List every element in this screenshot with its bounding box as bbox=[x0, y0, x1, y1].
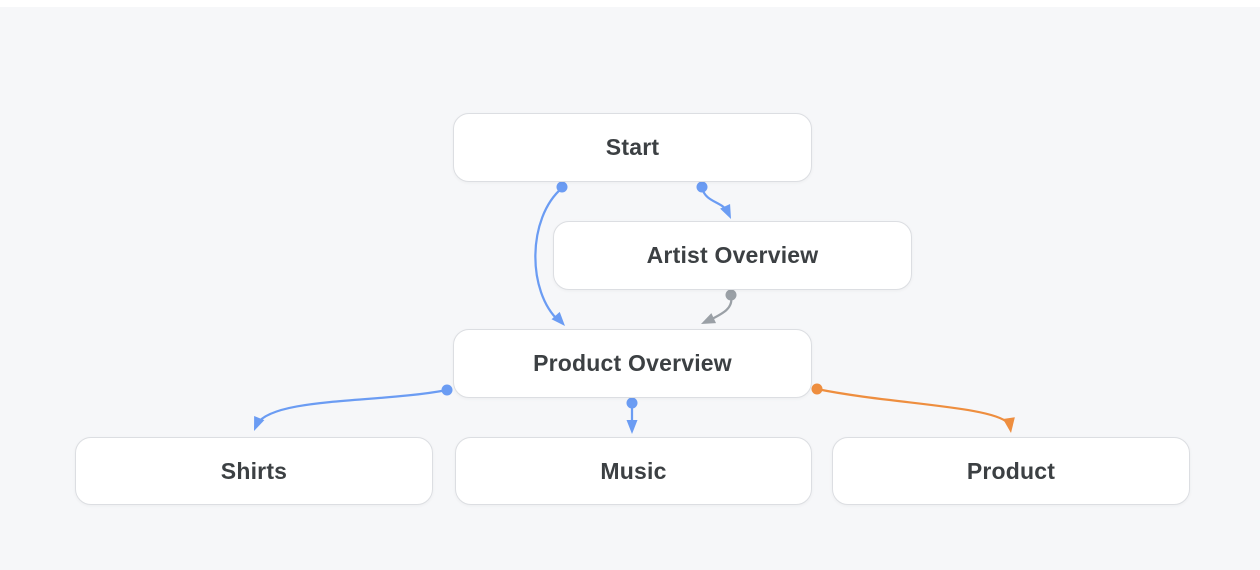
node-product-overview[interactable]: Product Overview bbox=[453, 329, 812, 398]
edge-start-to-product-overview bbox=[534, 181, 568, 326]
edge-product-overview-to-product bbox=[811, 383, 1015, 433]
node-shirts[interactable]: Shirts bbox=[75, 437, 433, 505]
top-divider bbox=[0, 0, 1260, 7]
arrowhead-icon bbox=[1002, 417, 1015, 433]
source-handle[interactable] bbox=[556, 181, 568, 193]
edge-start-to-artist-overview bbox=[696, 181, 731, 219]
node-shirts-label: Shirts bbox=[220, 457, 288, 484]
edge-path bbox=[534, 186, 564, 323]
arrowhead-icon bbox=[720, 203, 731, 219]
arrowhead-icon bbox=[701, 313, 717, 324]
node-artist-overview[interactable]: Artist Overview bbox=[553, 221, 912, 290]
source-handle[interactable] bbox=[696, 181, 708, 193]
node-music-label: Music bbox=[600, 457, 667, 484]
edge-artist-overview-to-product-overview bbox=[701, 289, 737, 324]
edge-product-overview-to-music bbox=[626, 397, 638, 434]
arrowhead-icon bbox=[254, 415, 265, 431]
node-music[interactable]: Music bbox=[455, 437, 812, 505]
source-handle[interactable] bbox=[811, 383, 823, 395]
node-product[interactable]: Product bbox=[832, 437, 1190, 505]
edge-path bbox=[815, 387, 1010, 425]
arrowhead-icon bbox=[551, 311, 565, 326]
source-handle[interactable] bbox=[725, 289, 737, 301]
node-artist-overview-label: Artist Overview bbox=[646, 242, 819, 268]
node-product-overview-label: Product Overview bbox=[533, 350, 732, 376]
edge-product-overview-to-shirts bbox=[254, 384, 453, 431]
source-handle[interactable] bbox=[441, 384, 453, 396]
arrowhead-icon bbox=[626, 420, 638, 434]
edge-path bbox=[255, 388, 449, 426]
node-product-label: Product bbox=[966, 457, 1056, 484]
node-start[interactable]: Start bbox=[453, 113, 812, 182]
node-start-label: Start bbox=[605, 134, 660, 160]
source-handle[interactable] bbox=[626, 397, 638, 409]
